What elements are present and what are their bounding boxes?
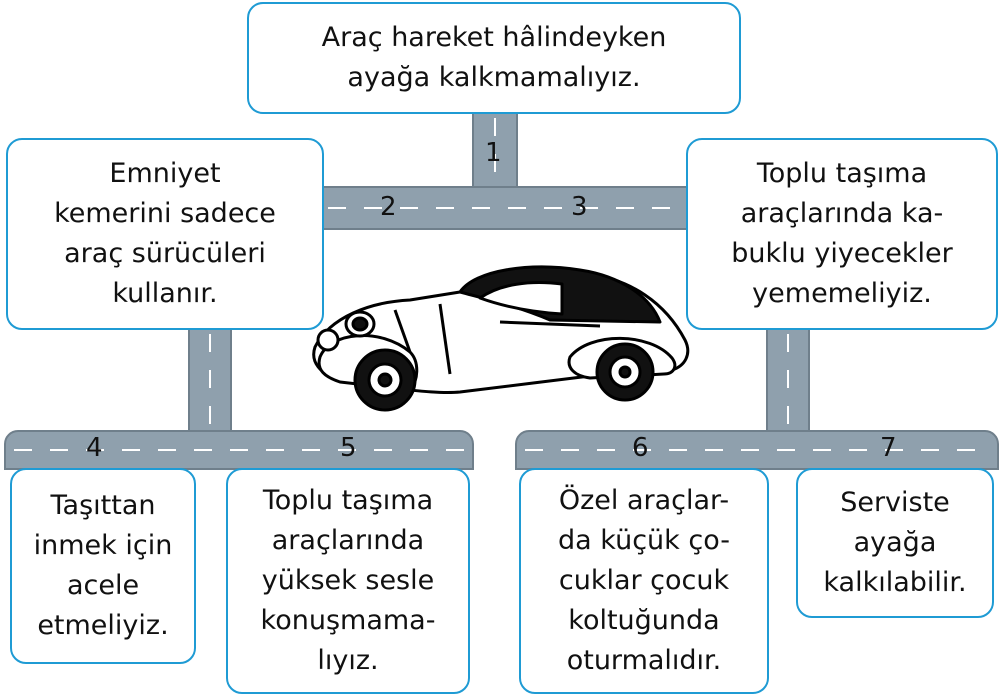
number-7: 7 [880, 433, 897, 463]
number-4: 4 [86, 433, 103, 463]
road-dash [14, 449, 464, 451]
number-3: 3 [571, 192, 588, 222]
number-2: 2 [380, 192, 397, 222]
statement-box-6: Özel araçlar- da küçük ço- cuklar çocuk … [519, 468, 769, 694]
road-dash [328, 207, 686, 209]
vintage-car-icon [312, 265, 690, 412]
statement-box-5: Toplu taşıma araçlarında yüksek sesle ko… [226, 468, 470, 694]
road-dash [494, 118, 496, 182]
number-5: 5 [340, 433, 357, 463]
statement-box-7: Serviste ayağa kalkılabilir. [796, 468, 994, 618]
statement-box-right: Toplu taşıma araçlarında ka- buklu yiyec… [686, 138, 998, 330]
statement-box-4: Taşıttan inmek için acele etmeliyiz. [10, 468, 196, 664]
road-dash [525, 449, 991, 451]
road-dash [209, 334, 211, 430]
number-1: 1 [485, 138, 502, 168]
statement-box-top: Araç hareket hâlindeyken ayağa kalkmamal… [247, 2, 741, 114]
statement-box-left: Emniyet kemerini sadece araç sürücüleri … [6, 138, 324, 330]
road-dash [787, 334, 789, 430]
number-6: 6 [632, 433, 649, 463]
